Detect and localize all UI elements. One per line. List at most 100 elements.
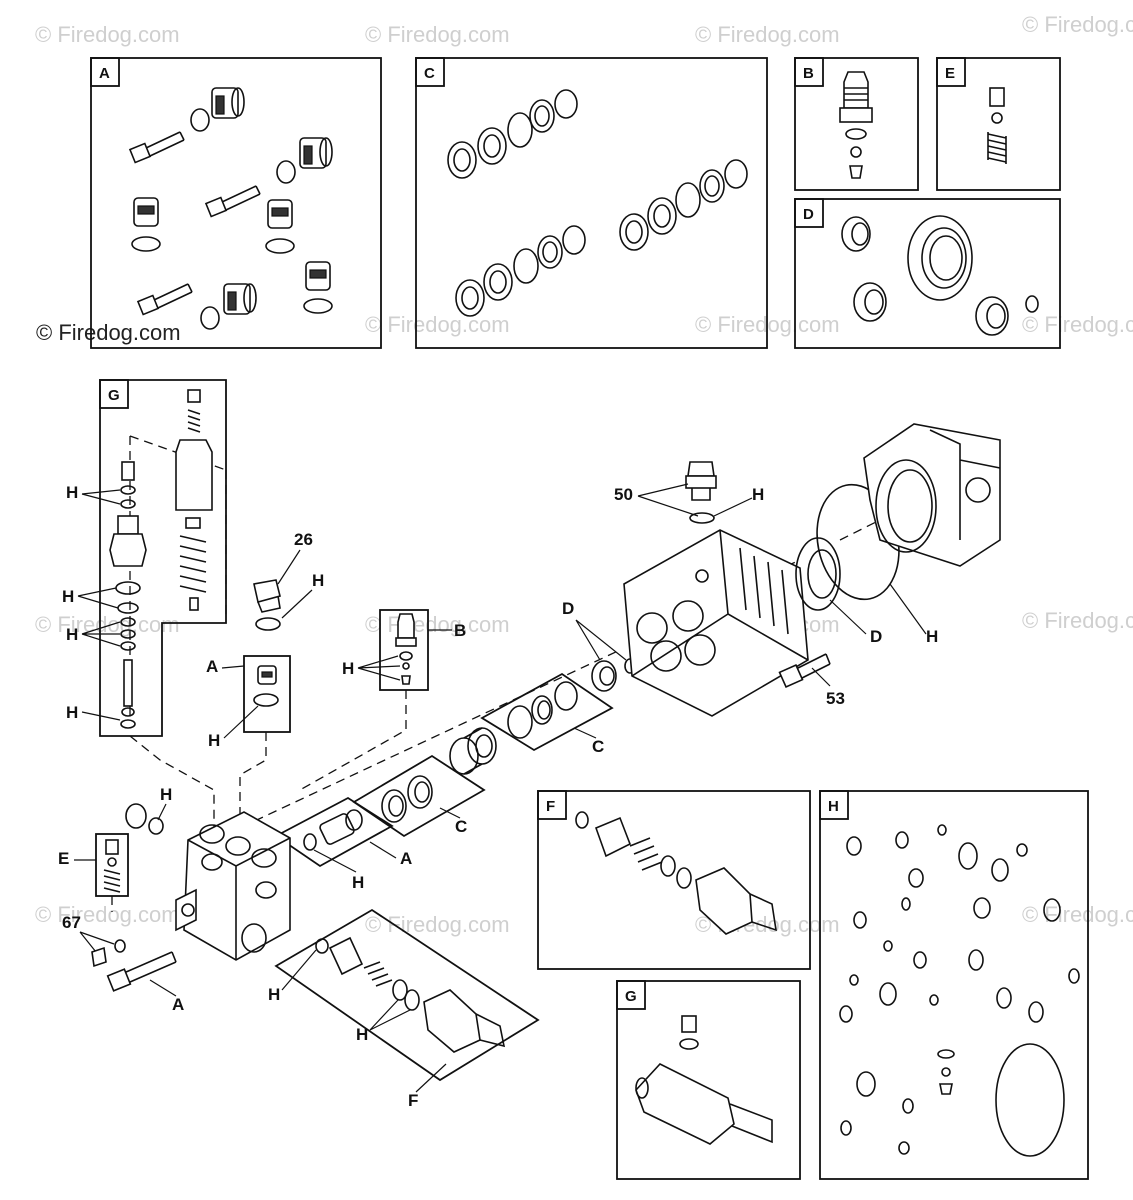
check-valve-icon bbox=[131, 197, 161, 252]
callout-a: A bbox=[172, 995, 184, 1014]
o-ring-icon bbox=[276, 160, 296, 184]
box-label-c: C bbox=[424, 65, 435, 82]
o-ring-icon bbox=[1025, 295, 1039, 313]
watermark: © Firedog.com bbox=[365, 312, 510, 337]
plug-fitting-icon bbox=[397, 613, 415, 639]
callout-h: H bbox=[356, 1025, 368, 1044]
box-label-b: B bbox=[803, 65, 814, 82]
bearing-d-group: D bbox=[562, 599, 636, 692]
callout-h: H bbox=[208, 731, 220, 750]
callout-h: H bbox=[342, 659, 354, 678]
callout-h: H bbox=[268, 985, 280, 1004]
o-ring-icon bbox=[255, 617, 281, 631]
check-valve-icon bbox=[299, 137, 333, 169]
plug-fitting-icon bbox=[839, 71, 873, 123]
watermark-layer: © Firedog.com © Firedog.com © Firedog.co… bbox=[35, 12, 1133, 937]
ball-icon bbox=[107, 857, 117, 867]
oil-seal-icon bbox=[795, 537, 841, 611]
box-b-small bbox=[379, 609, 429, 691]
inset-box-g-bottom: G bbox=[616, 980, 801, 1180]
inset-box-c: C bbox=[415, 57, 768, 349]
box-label-e: E bbox=[945, 65, 955, 82]
seal-set-icon bbox=[447, 89, 578, 179]
watermark: © Firedog.com bbox=[1022, 12, 1133, 37]
o-ring-icon bbox=[679, 1038, 699, 1050]
callout-a: A bbox=[400, 849, 412, 868]
callout-f: F bbox=[408, 1091, 418, 1110]
seal-set-icon bbox=[507, 681, 578, 739]
ball-icon bbox=[402, 662, 410, 670]
watermark: © Firedog.com bbox=[35, 22, 180, 47]
plug-50-icon bbox=[687, 461, 715, 477]
piston-icon bbox=[328, 936, 364, 976]
bearing-icon bbox=[841, 216, 871, 252]
adjuster-stack-icon bbox=[175, 389, 213, 611]
watermark: © Firedog.com bbox=[365, 612, 510, 637]
o-ring-icon bbox=[845, 128, 867, 140]
seal-set-icon bbox=[455, 225, 586, 317]
unloader-f-group: H H F bbox=[268, 908, 540, 1110]
box-label-g: G bbox=[108, 387, 120, 404]
bolt-icon bbox=[778, 663, 804, 689]
box-label-h: H bbox=[828, 798, 839, 815]
inset-box-f: F bbox=[537, 790, 811, 970]
bearing-icon bbox=[591, 660, 617, 692]
plug-26-icon bbox=[253, 579, 281, 603]
box-label-a: A bbox=[99, 65, 110, 82]
set-screw-icon bbox=[989, 87, 1005, 107]
box-label-f: F bbox=[546, 798, 555, 815]
fitting-67-group: 67 bbox=[62, 913, 126, 968]
plug-b-group: B H bbox=[299, 609, 466, 791]
screw-icon bbox=[136, 283, 193, 316]
watermark: © Firedog.com bbox=[35, 902, 180, 927]
inset-box-d: D bbox=[794, 198, 1061, 349]
regulator-valve-icon bbox=[635, 1063, 773, 1145]
o-ring-icon bbox=[315, 938, 329, 954]
bolt-a-group: A bbox=[106, 951, 184, 1014]
seal-set-icon bbox=[619, 159, 748, 251]
o-ring-icon bbox=[253, 693, 279, 707]
plug-26-group: 26 H A H bbox=[206, 530, 324, 840]
spring-e-group: E bbox=[58, 833, 129, 912]
watermark: © Firedog.com bbox=[1022, 312, 1133, 337]
o-ring-set-icon bbox=[839, 824, 1080, 1157]
check-valve-icon bbox=[265, 199, 295, 254]
spring-seat-icon bbox=[849, 165, 863, 179]
watermark: © Firedog.com bbox=[35, 612, 180, 637]
callout-h: H bbox=[66, 625, 78, 644]
set-screw-icon bbox=[105, 839, 119, 855]
manifold-body-icon bbox=[175, 811, 291, 961]
ball-icon bbox=[991, 112, 1003, 124]
seal-c-lower-group: C bbox=[352, 754, 486, 838]
callout-h: H bbox=[66, 483, 78, 502]
bolt-icon bbox=[106, 968, 132, 992]
callout-h: H bbox=[926, 627, 938, 646]
valve-a-group: A H bbox=[274, 796, 412, 892]
o-ring-icon bbox=[660, 855, 676, 877]
set-screw-icon bbox=[681, 1015, 697, 1033]
inset-box-b: B bbox=[794, 57, 919, 191]
o-ring-icon bbox=[676, 867, 692, 889]
callout-h: H bbox=[62, 587, 74, 606]
piston-stack-icon bbox=[109, 461, 147, 729]
unloader-valve-icon bbox=[423, 989, 481, 1053]
plug-50-group: 50 H bbox=[614, 461, 764, 524]
ball-icon bbox=[850, 146, 862, 158]
spring-icon bbox=[103, 869, 121, 893]
inset-box-e: E bbox=[936, 57, 1061, 191]
callout-e: E bbox=[58, 849, 69, 868]
side-plug-group: H bbox=[125, 785, 172, 835]
screw-icon bbox=[204, 185, 261, 218]
o-ring-icon bbox=[689, 512, 715, 524]
callout-d: D bbox=[870, 627, 882, 646]
oil-seal-icon bbox=[907, 215, 973, 301]
callout-50: 50 bbox=[614, 485, 633, 504]
spring-icon bbox=[363, 961, 393, 987]
inset-box-h: H bbox=[819, 790, 1089, 1180]
callout-67: 67 bbox=[62, 913, 81, 932]
o-ring-icon bbox=[575, 811, 589, 829]
screw-icon bbox=[128, 131, 185, 164]
o-ring-icon bbox=[148, 817, 164, 835]
check-valve-icon bbox=[303, 261, 333, 314]
